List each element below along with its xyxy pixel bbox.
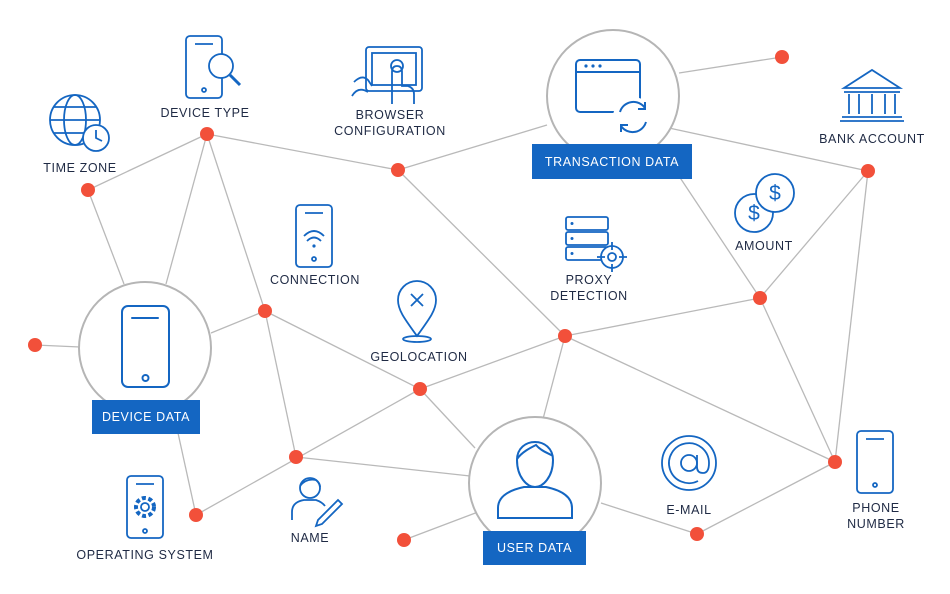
hub-transaction-data <box>546 29 680 163</box>
node <box>690 527 704 541</box>
phone-search-icon <box>185 35 242 99</box>
person-pen-icon <box>291 477 344 528</box>
label-e-mail: E-MAIL <box>666 503 712 517</box>
node <box>258 304 272 318</box>
phone-wifi-icon <box>295 204 333 268</box>
node <box>775 50 789 64</box>
node <box>753 291 767 305</box>
label-name: NAME <box>290 531 330 545</box>
label-time-zone: TIME ZONE <box>43 161 117 175</box>
hub-label-user-data: USER DATA <box>483 531 586 565</box>
node <box>397 533 411 547</box>
server-target-icon <box>565 216 627 272</box>
label-proxy-detection: PROXY DETECTION <box>550 273 628 303</box>
node <box>558 329 572 343</box>
node <box>189 508 203 522</box>
node <box>391 163 405 177</box>
node <box>828 455 842 469</box>
dollar-coins-icon: $ $ <box>734 173 795 233</box>
hand-touch-screen-icon <box>351 46 423 104</box>
label-browser-configuration: BROWSER CONFIGURATION <box>334 108 446 138</box>
label-amount: AMOUNT <box>735 239 793 253</box>
node <box>289 450 303 464</box>
node <box>200 127 214 141</box>
label-geolocation: GEOLOCATION <box>370 350 468 364</box>
node <box>861 164 875 178</box>
phone-icon <box>856 430 894 494</box>
hub-device-data <box>78 281 212 415</box>
smartphone-icon <box>121 305 170 388</box>
node <box>28 338 42 352</box>
label-connection: CONNECTION <box>269 273 361 287</box>
node <box>81 183 95 197</box>
bank-icon <box>840 68 904 122</box>
globe-clock-icon <box>49 94 110 152</box>
label-phone-number: PHONE NUMBER <box>847 501 905 531</box>
edges <box>34 56 869 541</box>
phone-gear-icon <box>126 475 164 539</box>
label-device-type: DEVICE TYPE <box>160 106 250 120</box>
user-icon <box>497 441 573 519</box>
hub-label-device-data: DEVICE DATA <box>92 400 200 434</box>
node <box>413 382 427 396</box>
label-bank-account: BANK ACCOUNT <box>819 132 925 146</box>
hub-user-data <box>468 416 602 550</box>
map-pin-icon <box>397 280 437 343</box>
label-operating-system: OPERATING SYSTEM <box>76 548 214 562</box>
svg-text:$: $ <box>748 202 760 225</box>
nodes <box>28 50 875 547</box>
hub-label-transaction-data: TRANSACTION DATA <box>532 144 692 179</box>
svg-text:$: $ <box>769 182 781 205</box>
browser-window-refresh-icon <box>575 59 653 137</box>
at-sign-icon <box>661 435 717 491</box>
